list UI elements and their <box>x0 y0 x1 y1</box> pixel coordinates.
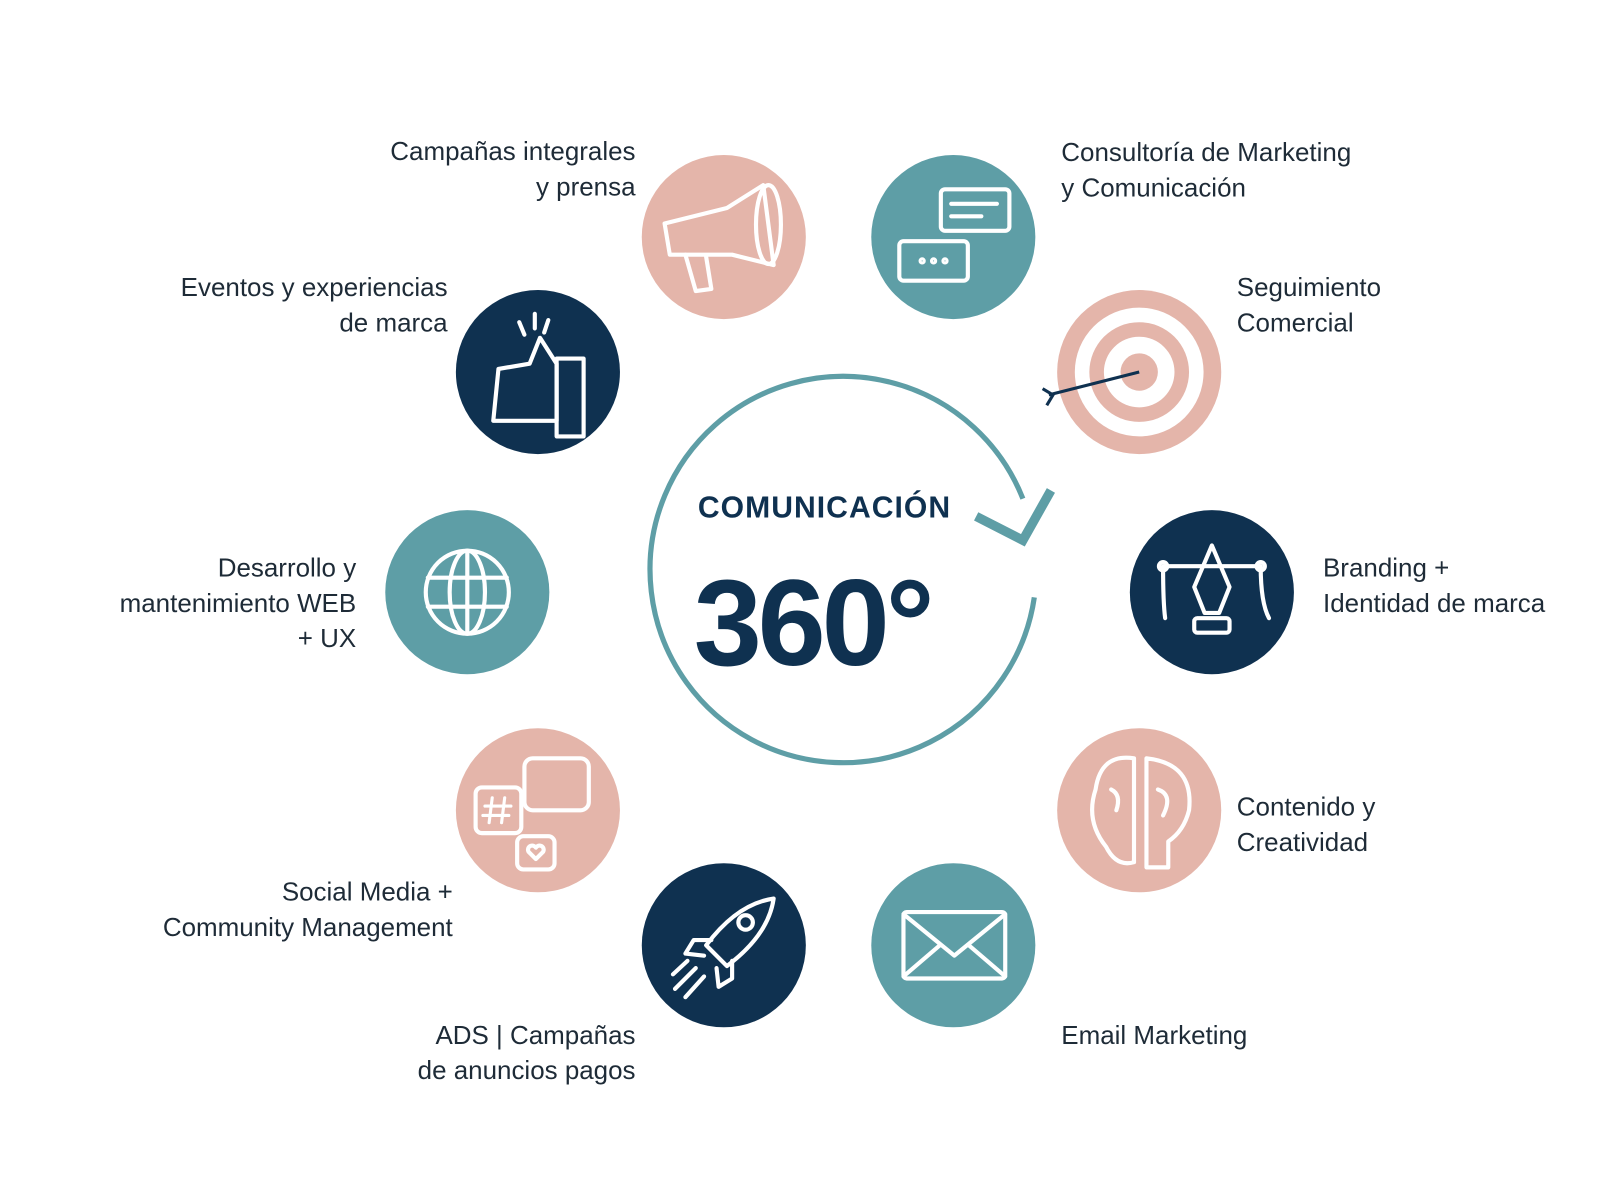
service-circle <box>1057 728 1222 893</box>
pen-tool-icon <box>1156 543 1272 635</box>
brain-bulb-icon <box>1090 755 1192 870</box>
globe-icon <box>423 548 511 636</box>
service-label: Email Marketing <box>1061 1020 1247 1050</box>
target-icon <box>1041 307 1204 437</box>
center-number: 360° <box>694 554 931 691</box>
service-label: Social Media +Community Management <box>163 877 454 942</box>
service-label: Branding +Identidad de marca <box>1323 553 1546 618</box>
cycle-arrowhead-icon <box>974 488 1055 547</box>
service-email: Email Marketing <box>871 863 1247 1050</box>
chat-bubbles-icon <box>897 187 1012 283</box>
service-circle <box>455 290 620 455</box>
service-circle <box>641 863 806 1028</box>
center-title: COMUNICACIÓN <box>698 490 951 524</box>
hashtag-icon <box>481 796 513 825</box>
center-cycle: COMUNICACIÓN 360° <box>647 373 1055 766</box>
thumbs-up-icon <box>491 311 586 439</box>
envelope-icon <box>901 909 1008 981</box>
social-bubbles-icon <box>473 756 591 872</box>
service-circle <box>871 155 1036 320</box>
rocket-icon <box>670 896 776 1000</box>
service-circle <box>1129 510 1294 675</box>
service-circle <box>871 863 1036 1028</box>
cycle-ring <box>647 373 1037 766</box>
megaphone-icon <box>662 183 784 294</box>
service-social: Social Media +Community Management <box>163 728 620 942</box>
service-branding: Branding +Identidad de marca <box>1129 510 1546 675</box>
